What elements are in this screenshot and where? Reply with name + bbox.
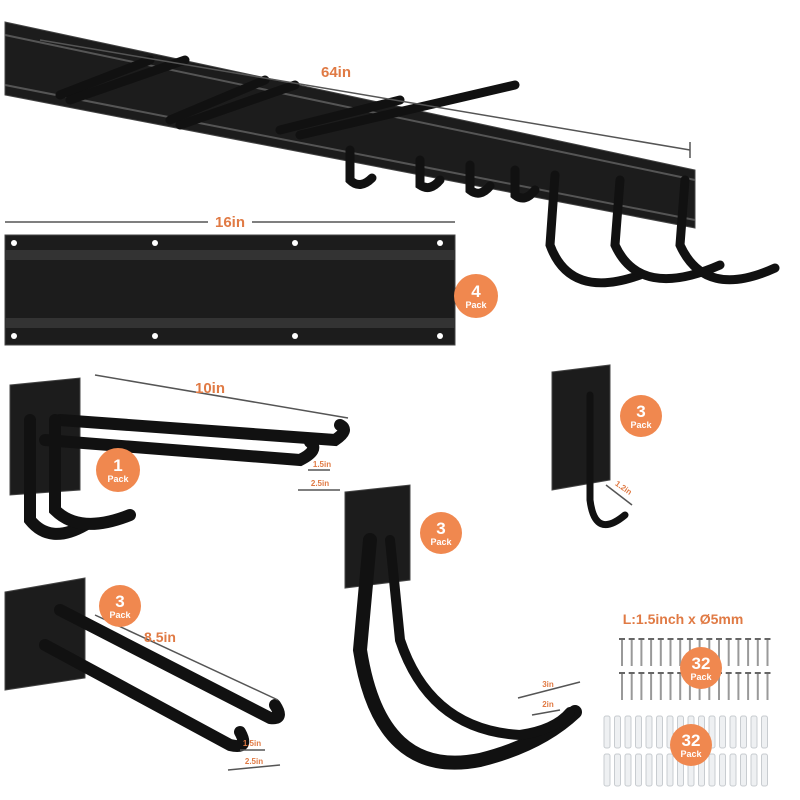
short-rail-dimension bbox=[5, 212, 455, 230]
wall-anchor bbox=[740, 715, 747, 749]
svg-text:1: 1 bbox=[113, 456, 122, 475]
wall-anchor bbox=[761, 753, 768, 787]
screw bbox=[648, 672, 655, 700]
wall-anchor bbox=[656, 715, 663, 749]
svg-text:3: 3 bbox=[115, 592, 124, 611]
wall-anchor bbox=[603, 753, 611, 787]
svg-text:Pack: Pack bbox=[465, 300, 487, 310]
svg-text:Pack: Pack bbox=[630, 420, 652, 430]
wall-anchor bbox=[761, 715, 768, 749]
wall-anchor bbox=[645, 715, 653, 749]
wall-anchor bbox=[635, 715, 642, 749]
wall-anchor bbox=[614, 753, 621, 787]
wall-anchor bbox=[666, 753, 674, 787]
short-rail-length-label: 16in bbox=[215, 214, 245, 231]
screw bbox=[657, 638, 664, 666]
long-rail bbox=[4, 21, 780, 288]
wall-anchor bbox=[750, 715, 758, 749]
svg-text:4: 4 bbox=[471, 282, 481, 301]
screw bbox=[754, 672, 761, 700]
short-rail-badge: 4 Pack bbox=[454, 274, 498, 318]
svg-text:Pack: Pack bbox=[690, 672, 712, 682]
svg-text:Pack: Pack bbox=[107, 474, 129, 484]
fork-hook-width-label: 2.5in bbox=[245, 757, 263, 766]
wall-anchor bbox=[729, 715, 737, 749]
j-hook bbox=[551, 364, 633, 528]
wall-anchor bbox=[719, 753, 726, 787]
svg-text:3: 3 bbox=[636, 402, 645, 421]
fork-hook-length-label: 8.5in bbox=[144, 629, 176, 645]
wall-anchor bbox=[624, 715, 632, 749]
double-hook-gap-label: 1.5in bbox=[313, 460, 331, 469]
screw bbox=[764, 672, 771, 700]
wall-anchor bbox=[603, 715, 611, 749]
screw bbox=[657, 672, 664, 700]
bike-hook-outer-label: 3in bbox=[542, 680, 554, 689]
screw bbox=[745, 638, 752, 666]
wall-anchor bbox=[708, 753, 716, 787]
screw bbox=[716, 638, 722, 666]
screw-spec-label: L:1.5inch x Ø5mm bbox=[623, 611, 744, 627]
screw bbox=[677, 638, 684, 666]
screw bbox=[735, 672, 742, 700]
j-hook-badge: 3 Pack bbox=[620, 395, 662, 437]
anchors-badge: 32 Pack bbox=[670, 724, 712, 766]
screw bbox=[619, 672, 625, 700]
screw bbox=[735, 638, 742, 666]
double-hook-length-label: 10in bbox=[195, 380, 225, 397]
screw bbox=[648, 638, 655, 666]
screw bbox=[638, 672, 645, 700]
wall-anchor bbox=[645, 753, 653, 787]
bike-hook-inner-label: 2in bbox=[542, 700, 554, 709]
j-hook-size-label: 1.2in bbox=[613, 479, 633, 497]
svg-text:Pack: Pack bbox=[430, 537, 452, 547]
screw bbox=[764, 638, 771, 666]
wall-anchor bbox=[656, 753, 663, 787]
svg-text:Pack: Pack bbox=[680, 749, 702, 759]
screw bbox=[745, 672, 752, 700]
wall-anchor bbox=[635, 753, 642, 787]
svg-text:32: 32 bbox=[682, 731, 701, 750]
screw bbox=[667, 638, 674, 666]
wall-anchor bbox=[750, 753, 758, 787]
short-rail bbox=[4, 234, 456, 346]
screws-badge: 32 Pack bbox=[680, 647, 722, 689]
screw bbox=[725, 672, 732, 700]
double-hook-width-label: 2.5in bbox=[311, 479, 329, 488]
wall-anchor bbox=[740, 753, 747, 787]
fork-hook bbox=[4, 577, 285, 771]
screw-grid bbox=[619, 638, 771, 700]
screw bbox=[677, 672, 684, 700]
wall-anchor bbox=[614, 715, 621, 749]
svg-text:Pack: Pack bbox=[109, 610, 131, 620]
double-hook-badge: 1 Pack bbox=[96, 448, 140, 492]
screw bbox=[628, 638, 635, 666]
svg-text:32: 32 bbox=[692, 654, 711, 673]
fork-hook-badge: 3 Pack bbox=[99, 585, 141, 627]
svg-text:3: 3 bbox=[436, 519, 445, 538]
screw bbox=[754, 638, 761, 666]
double-hook bbox=[9, 374, 350, 540]
wall-anchor bbox=[624, 753, 632, 787]
long-rail-dimension bbox=[39, 39, 691, 158]
long-rail-length-label: 64in bbox=[321, 64, 351, 81]
wall-anchor bbox=[729, 753, 737, 787]
fork-hook-gap-label: 1.5in bbox=[243, 739, 261, 748]
bike-hook-badge: 3 Pack bbox=[420, 512, 462, 554]
bike-hook bbox=[344, 484, 582, 770]
screw bbox=[628, 672, 635, 700]
screw bbox=[619, 638, 625, 666]
screw bbox=[638, 638, 645, 666]
screw bbox=[725, 638, 732, 666]
wall-anchor bbox=[719, 715, 726, 749]
screw bbox=[667, 672, 674, 700]
